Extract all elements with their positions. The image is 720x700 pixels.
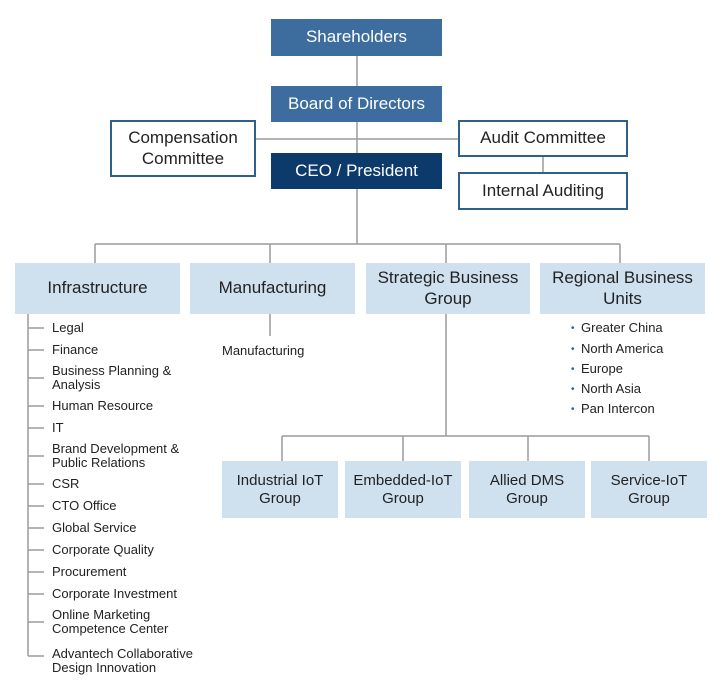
manufacturing-item: Manufacturing: [222, 343, 305, 358]
bullet-icon: •: [571, 364, 575, 375]
allied-dms-group-box: Allied DMS Group: [469, 461, 585, 518]
bullet-icon: •: [571, 323, 575, 334]
infrastructure-item: Business Planning & Analysis: [52, 363, 172, 393]
ceo-president-box: CEO / President: [271, 153, 442, 189]
board-of-directors-box: Board of Directors: [271, 86, 442, 122]
manufacturing-box: Manufacturing: [190, 263, 355, 314]
infrastructure-item: IT: [52, 420, 64, 435]
bullet-icon: •: [571, 384, 575, 395]
bullet-icon: •: [571, 344, 575, 355]
audit-committee-box: Audit Committee: [458, 120, 628, 157]
infrastructure-item: Legal: [52, 320, 84, 335]
infrastructure-box: Infrastructure: [15, 263, 180, 314]
infrastructure-item: Brand Development & Public Relations: [52, 441, 180, 471]
region-item: North America: [581, 341, 664, 356]
infrastructure-item: CTO Office: [52, 498, 117, 513]
infrastructure-item: Global Service: [52, 520, 137, 535]
infrastructure-item: Corporate Investment: [52, 586, 178, 601]
regional-business-units-box: Regional Business Units: [540, 263, 705, 314]
shareholders-box: Shareholders: [271, 19, 442, 56]
infrastructure-item: Human Resource: [52, 398, 154, 413]
infrastructure-item: CSR: [52, 476, 80, 491]
service-iot-group-box: Service-IoT Group: [591, 461, 707, 518]
embedded-iot-group-box: Embedded-IoT Group: [345, 461, 461, 518]
infrastructure-item: Advantech Collaborative Design Innovatio…: [52, 646, 193, 676]
infrastructure-item: Procurement: [52, 564, 127, 579]
infrastructure-item: Finance: [52, 342, 99, 357]
region-item: Greater China: [581, 320, 663, 335]
infrastructure-item: Online Marketing Competence Center: [52, 607, 169, 637]
bullet-icon: •: [571, 404, 575, 415]
strategic-business-group-box: Strategic Business Group: [366, 263, 530, 314]
compensation-committee-box: Compensation Committee: [110, 120, 256, 177]
internal-auditing-box: Internal Auditing: [458, 172, 628, 210]
region-item: North Asia: [581, 381, 641, 396]
infrastructure-item: Corporate Quality: [52, 542, 154, 557]
region-item: Europe: [581, 361, 623, 376]
industrial-iot-group-box: Industrial IoT Group: [222, 461, 338, 518]
region-item: Pan Intercon: [581, 401, 655, 416]
